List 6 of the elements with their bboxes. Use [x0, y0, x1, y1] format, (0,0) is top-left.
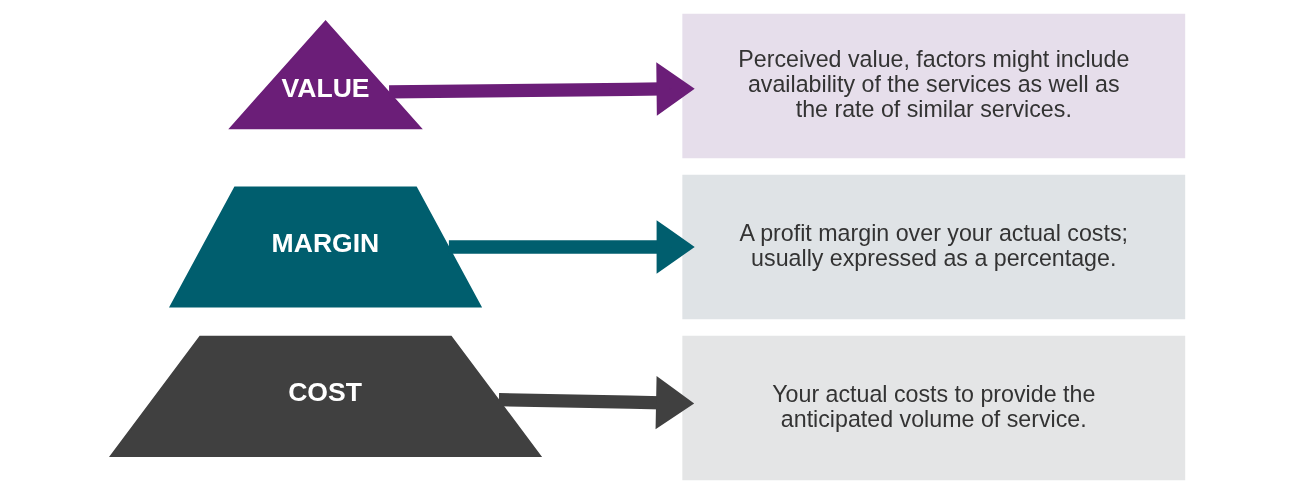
- arrow: [448, 220, 695, 274]
- node-box: Perceived value, factors might include availability of the services as well as the rate of similar services.: [681, 13, 1185, 159]
- node-box: A profit margin over your actual costs; usually expressed as a percentage.: [681, 174, 1185, 320]
- node-box: Your actual costs to provide the anticipated volume of service.: [681, 335, 1185, 481]
- arrow: [388, 62, 695, 116]
- arrow: [498, 376, 694, 430]
